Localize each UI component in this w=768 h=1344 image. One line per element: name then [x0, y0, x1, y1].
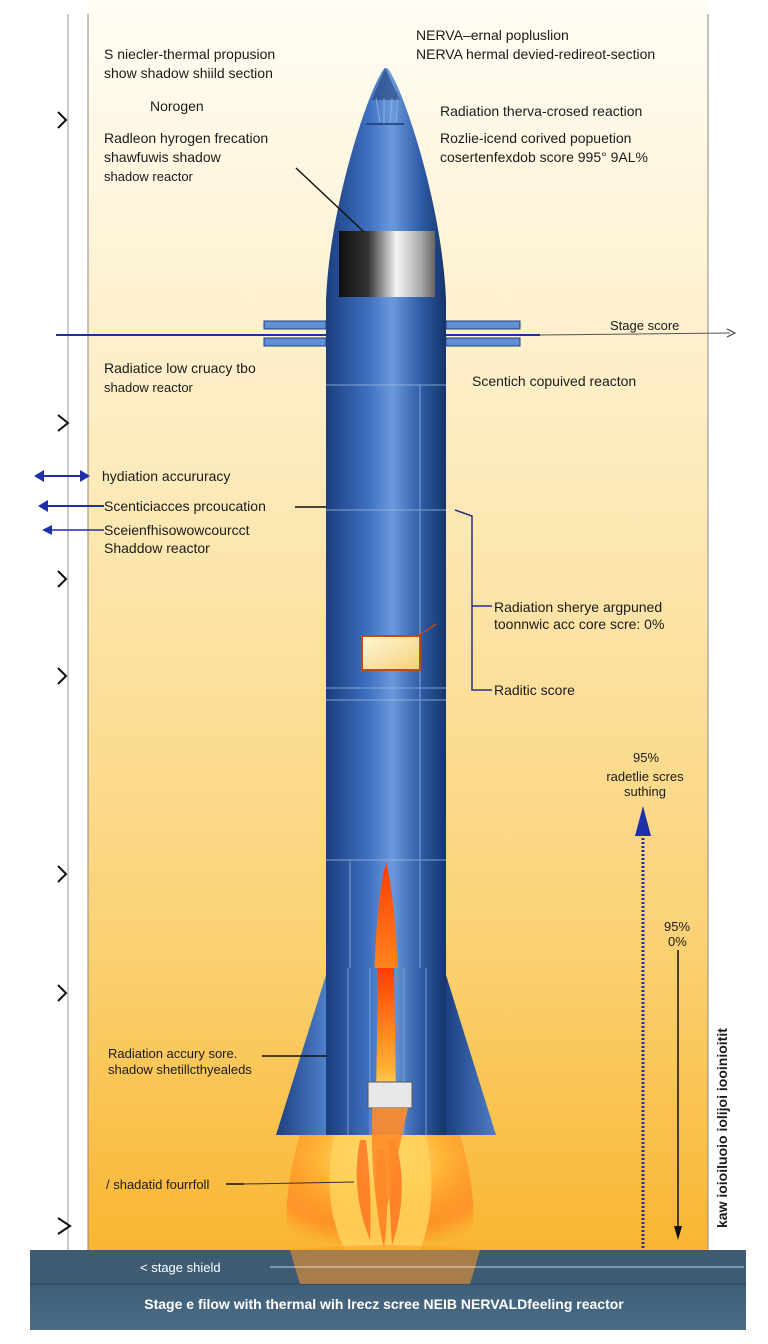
label-shadow-shield-section: show shadow shiild section [104, 65, 273, 81]
label-shadow-reactor-2: shadow reactor [104, 380, 193, 395]
label-95pct-top: 95% [632, 750, 660, 765]
label-hydiation: hydiation accururacy [102, 468, 231, 484]
label-stage-score: Stage score [610, 318, 680, 333]
label-shadow-shetil: shadow shetillcthyealeds [108, 1062, 252, 1077]
label-radleon-hydrogen: Radleon hyrogen frecation [104, 130, 269, 146]
nose-tip [372, 68, 400, 100]
fin-right [446, 975, 496, 1135]
label-sceienfhisowo: Sceienfhisowowcourcct [104, 522, 250, 538]
label-scenticiacces: Scenticiacces prcoucation [104, 498, 266, 514]
leader-lines [226, 167, 492, 1185]
label-shadatid: / shadatid fourrfoll [106, 1177, 210, 1192]
right-vertical-arrows [635, 806, 682, 1250]
stage-score-arrowhead [726, 328, 737, 338]
label-shawfuwis: shawfuwis shadow [104, 149, 221, 165]
label-rozlie: Rozlie-icend corived popuetion [440, 130, 632, 146]
rocket-body [326, 298, 446, 970]
nozzle-throat [367, 1081, 413, 1109]
shadow-shield-ring [339, 231, 435, 297]
vertical-scale-label: kaw ioioiluoio iolijoi iooinioitit [714, 1028, 730, 1228]
nozzle-flame [371, 1108, 408, 1236]
nose-tip-lines [375, 97, 399, 125]
label-cosertenfexdob: cosertenfexdob score 995° 9AL% [440, 149, 648, 165]
label-raditic-score: Raditic score [494, 682, 575, 698]
left-tick-marks [57, 111, 72, 1235]
reactor-window [361, 635, 421, 671]
label-shadow-reactor-1: shadow reactor [104, 169, 193, 184]
label-radiatice-low: Radiatice low cruacy tbo [104, 360, 256, 376]
label-radetlie: radetlie scres [606, 769, 684, 784]
pipe-left-top [263, 320, 327, 330]
pipe-right-bottom [445, 337, 521, 347]
label-scentich: Scentich copuived reacton [472, 373, 637, 389]
label-0pct-mid: 0% [668, 934, 687, 949]
title-line-2: NERVA hermal devied-redireot-section [416, 46, 656, 62]
fin-left [276, 975, 326, 1135]
label-suthing: suthing [624, 784, 666, 799]
stage-score-arrow-line [539, 332, 731, 336]
label-shaddow-reactor: Shaddow reactor [104, 540, 210, 556]
ground-glow [290, 1245, 480, 1284]
label-nuclear-thermal: S niecler-thermal propusion [104, 46, 276, 62]
footer-band [30, 1284, 746, 1330]
label-95pct-mid: 95% [664, 919, 691, 934]
pipe-right-top [445, 320, 521, 330]
label-norogen: Norogen [150, 98, 204, 114]
footer-caption: Stage e filow with thermal wih lrecz scr… [144, 1296, 624, 1312]
label-radiation-therva: Radiation therva-crosed reaction [440, 103, 643, 119]
engine-flame-column [376, 968, 396, 1100]
pipe-left-bottom [263, 337, 327, 347]
label-toonnwic: toonnwic acc core scre: 0% [494, 616, 665, 632]
label-radiation-sherye: Radiation sherye argpuned [494, 599, 663, 615]
body-segment-lines [326, 384, 446, 970]
title-line-1: NERVA–ernal popluslion [416, 27, 569, 43]
label-radiation-accury: Radiation accury sore. [108, 1046, 238, 1061]
label-stage-shield: < stage shield [140, 1260, 221, 1275]
left-blue-arrows [34, 470, 104, 535]
